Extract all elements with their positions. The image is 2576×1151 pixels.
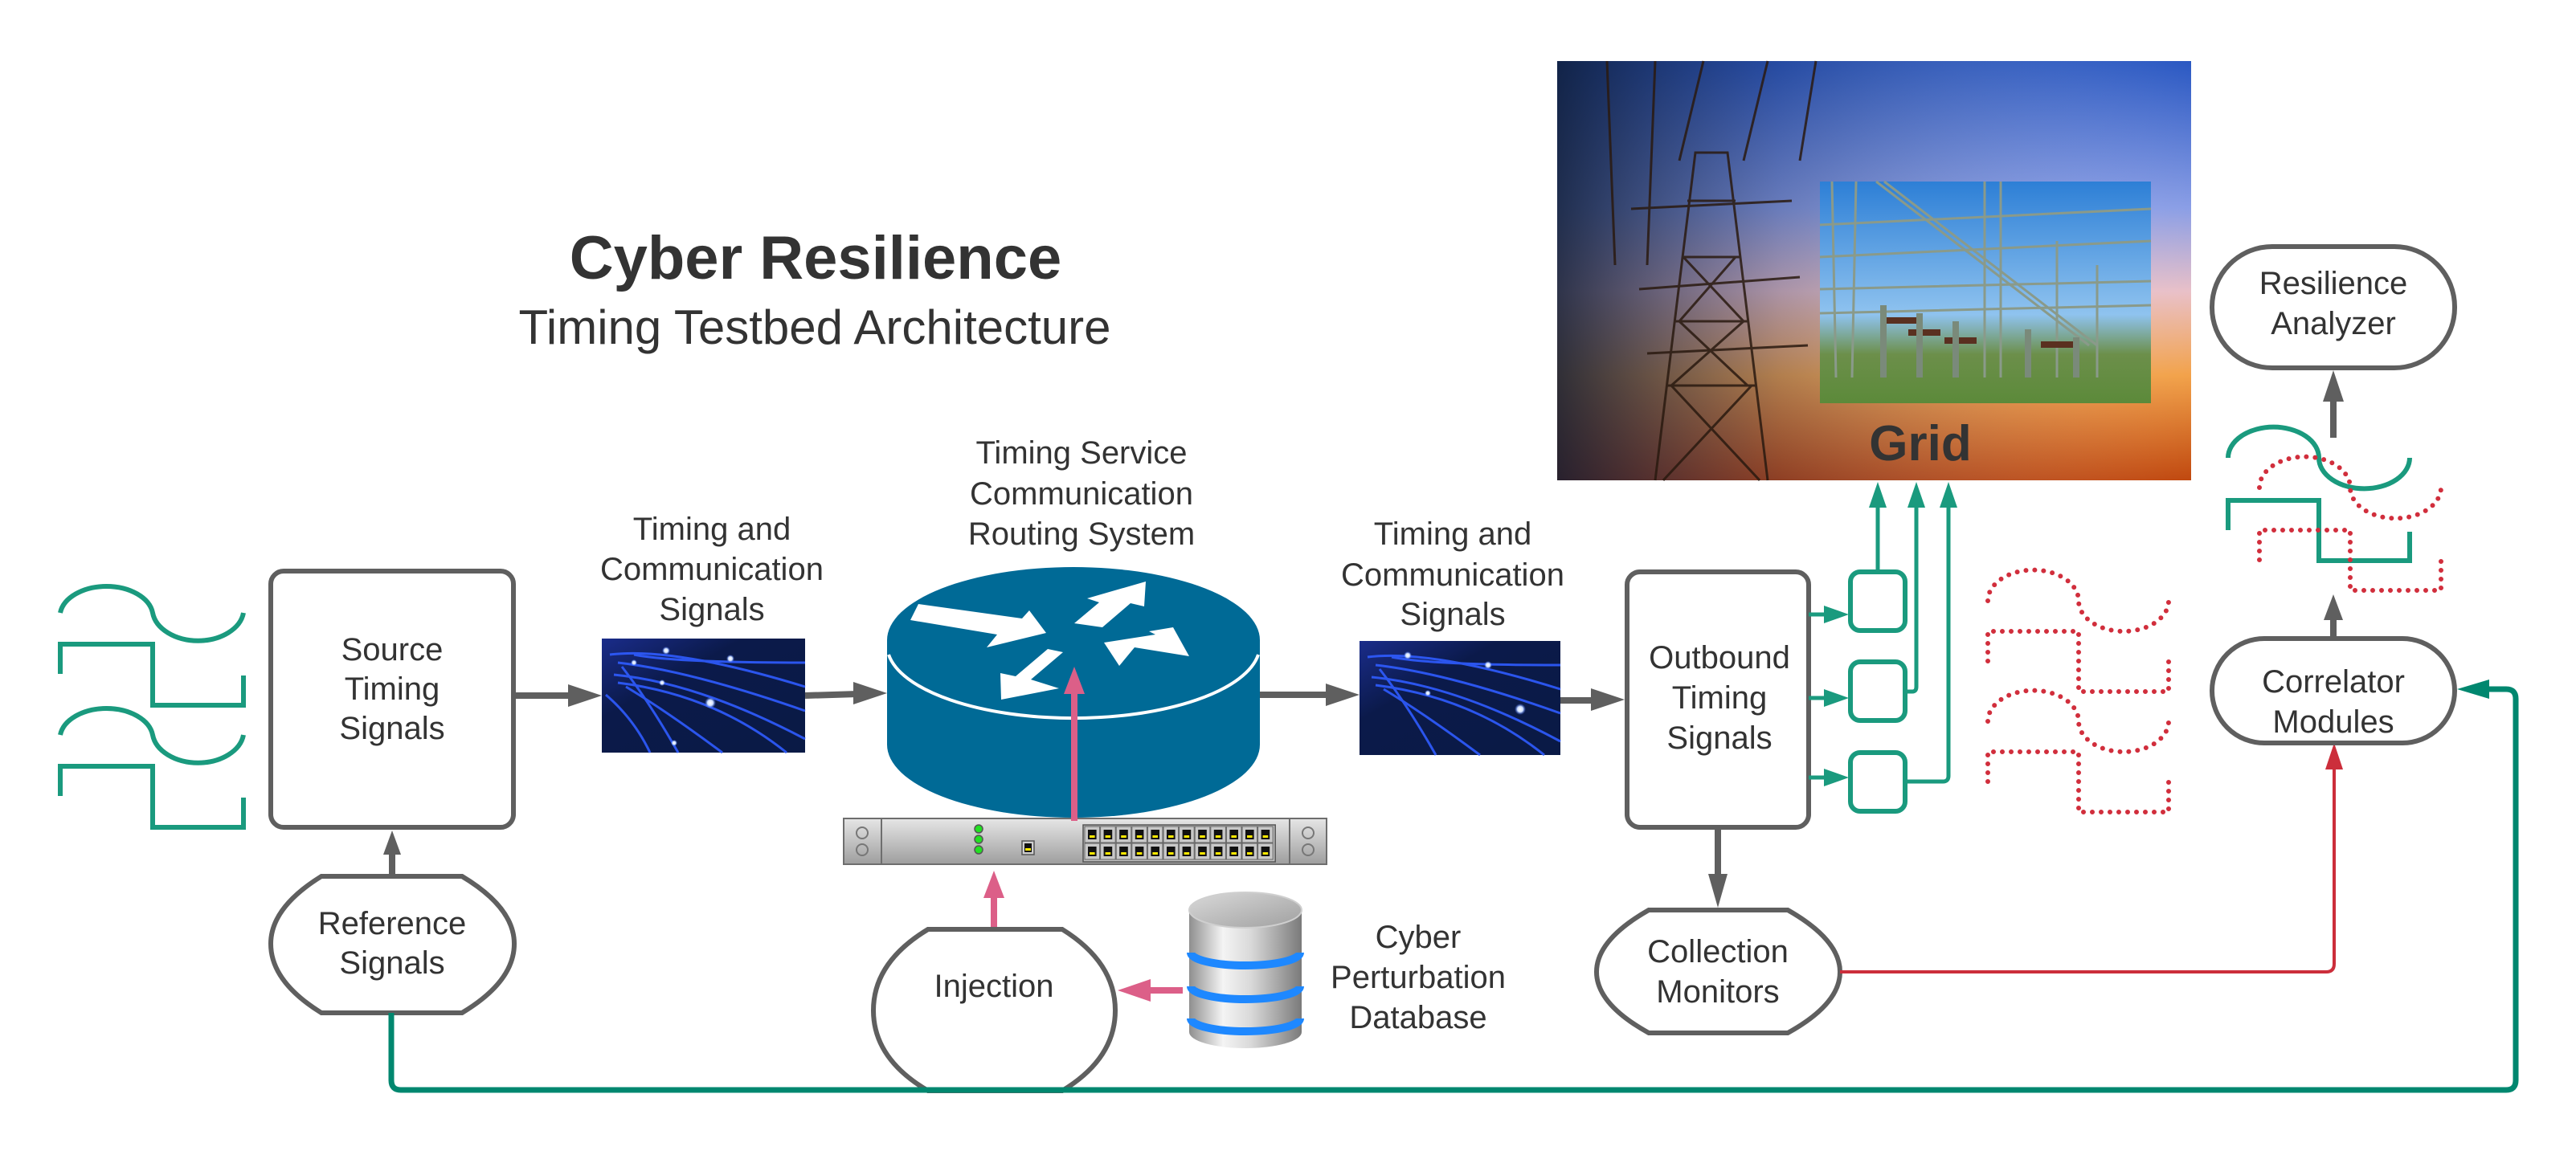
arrow-reference-to-source xyxy=(383,831,401,876)
arrow-database-to-injection xyxy=(1118,979,1183,1002)
arrow-channel-to-router xyxy=(804,682,887,704)
channel-box-2 xyxy=(1848,659,1907,723)
channel-in-label-line-3: Signals xyxy=(659,592,764,627)
arrow-to-analyzer xyxy=(2323,370,2344,438)
collection-label-line-2: Monitors xyxy=(1656,974,1779,1010)
arrow-collection-to-correlator xyxy=(1840,743,2343,973)
switch-port xyxy=(1194,826,1211,843)
database-label-line-3: Database xyxy=(1349,1000,1486,1035)
switch-port xyxy=(1131,826,1147,843)
database-label-line-2: Perturbation xyxy=(1331,960,1506,995)
waveform-perturbed-icon xyxy=(1985,567,2171,814)
collection-label-line-1: Collection xyxy=(1647,934,1789,969)
network-switch-icon xyxy=(843,818,1327,865)
router-label-line-2: Communication xyxy=(970,476,1193,512)
resilience-analyzer-node[interactable]: Resilience Analyzer xyxy=(2210,244,2457,370)
waveform-clean-icon xyxy=(58,584,246,830)
switch-port xyxy=(1131,843,1147,860)
outbound-label-line-2: Timing xyxy=(1672,680,1768,716)
arrow-router-to-channel xyxy=(1260,684,1360,706)
reference-label-line-2: Signals xyxy=(339,945,444,981)
collection-monitors-node[interactable]: Collection Monitors xyxy=(1593,908,1843,1035)
correlator-modules-node[interactable]: Correlator Modules xyxy=(2210,636,2457,745)
grid-label: Grid xyxy=(1869,416,1971,471)
switch-port xyxy=(1210,826,1226,843)
injection-label: Injection xyxy=(934,969,1054,1004)
switch-port xyxy=(1100,843,1116,860)
switch-port xyxy=(1115,843,1132,860)
analyzer-label-line-1: Resilience xyxy=(2259,266,2408,301)
arrow-outbound-to-collection xyxy=(1708,827,1728,908)
channel-box-1 xyxy=(1848,569,1907,633)
waveform-comparison-icon xyxy=(2226,424,2443,593)
router-label-line-3: Routing System xyxy=(968,516,1195,552)
switch-port xyxy=(1163,826,1180,843)
channel-box-3 xyxy=(1848,750,1907,814)
database-label: Cyber Perturbation Database xyxy=(1331,920,1506,1035)
reference-label-line-1: Reference xyxy=(318,906,467,941)
switch-ports xyxy=(1082,824,1276,863)
distribution-channels xyxy=(1809,482,1957,814)
switch-port xyxy=(1241,843,1258,860)
arrow-reference-to-correlator xyxy=(388,680,2519,1093)
status-leds xyxy=(974,824,983,855)
router-label-line-1: Timing Service xyxy=(975,435,1187,471)
analyzer-label-line-2: Analyzer xyxy=(2271,306,2396,341)
switch-port xyxy=(1163,843,1180,860)
channel-in-label: Timing and Communication Signals xyxy=(600,512,824,627)
switch-port xyxy=(1210,843,1226,860)
source-label-line-1: Source xyxy=(341,632,444,667)
outbound-label-line-1: Outbound xyxy=(1649,640,1790,675)
outbound-timing-signals-node[interactable]: Outbound Timing Signals xyxy=(1625,569,1811,830)
switch-port xyxy=(1225,843,1242,860)
diagram-subtitle: Timing Testbed Architecture xyxy=(518,300,1110,354)
switch-port xyxy=(1257,843,1274,860)
switch-port xyxy=(1115,826,1132,843)
source-timing-signals-node[interactable]: Source Timing Signals xyxy=(268,569,516,830)
correlator-label-line-2: Modules xyxy=(2272,704,2394,740)
diagram-title: Cyber Resilience xyxy=(570,224,1062,292)
source-label-line-2: Timing xyxy=(345,671,440,707)
channel-out-label-line-2: Communication xyxy=(1341,557,1564,593)
switch-port xyxy=(1225,826,1242,843)
switch-port xyxy=(1241,826,1258,843)
arrow-injection-to-router xyxy=(1064,667,1085,821)
substation-inset xyxy=(1819,180,2152,403)
switch-port xyxy=(1257,826,1274,843)
switch-port xyxy=(1147,843,1163,860)
switch-port xyxy=(1084,826,1101,843)
arrow-correlator-up xyxy=(2324,594,2343,639)
switch-port xyxy=(1179,843,1195,860)
arrow-channel-to-outbound xyxy=(1560,688,1625,711)
channel-out-label-line-1: Timing and xyxy=(1374,516,1531,552)
database-label-line-1: Cyber xyxy=(1376,920,1462,955)
injection-node[interactable]: Injection xyxy=(870,927,1118,1093)
database-icon xyxy=(1187,892,1304,1048)
source-label-line-3: Signals xyxy=(339,711,444,746)
switch-port xyxy=(1179,826,1195,843)
outbound-label-line-3: Signals xyxy=(1666,720,1772,756)
router-label: Timing Service Communication Routing Sys… xyxy=(968,435,1195,552)
fiber-optic-image xyxy=(602,639,806,754)
power-grid-image: Grid xyxy=(1557,60,2191,482)
switch-port xyxy=(1147,826,1163,843)
switch-port xyxy=(1084,843,1101,860)
correlator-label-line-1: Correlator xyxy=(2262,664,2405,700)
reference-signals-node[interactable]: Reference Signals xyxy=(268,874,517,1015)
fiber-optic-image xyxy=(1360,641,1561,757)
channel-in-label-line-2: Communication xyxy=(600,552,824,587)
switch-port xyxy=(1100,826,1116,843)
switch-port xyxy=(1194,843,1211,860)
arrow-source-to-channel xyxy=(513,684,602,707)
router-icon[interactable] xyxy=(887,567,1260,818)
channel-out-label: Timing and Communication Signals xyxy=(1341,516,1564,632)
channel-out-label-line-3: Signals xyxy=(1400,597,1505,632)
channel-in-label-line-1: Timing and xyxy=(633,512,791,547)
